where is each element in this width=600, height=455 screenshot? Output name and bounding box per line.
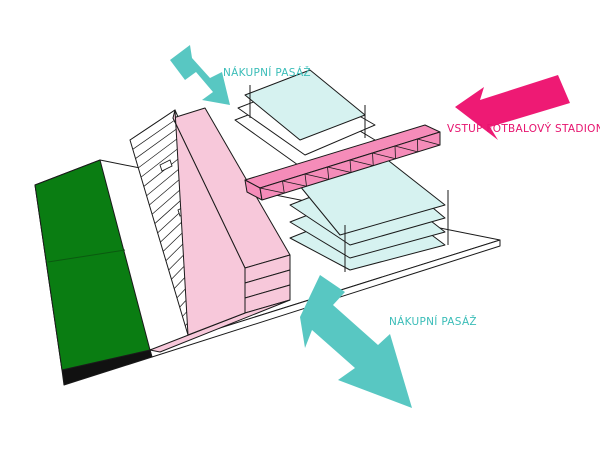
stand-row [135,124,182,159]
vomitory-1 [159,159,173,172]
truss-segment [417,132,441,146]
stadium-entrance-arrow [455,75,570,140]
truss-segment [282,173,307,187]
truss-segment [304,166,330,180]
passage-bottom-label: NÁKUPNÍ PASÁŽ [389,315,477,328]
stand-building-side [172,109,246,336]
passage-top-label: NÁKUPNÍ PASÁŽ [223,66,311,79]
passage-top-arrow [170,45,230,105]
truss-segment [259,180,285,194]
stadium-entrance-label: VSTUP FOTBALOVÝ STADION [447,122,600,135]
truss-segment [372,145,396,160]
bridge-truss [259,132,441,194]
truss-segment [349,152,374,167]
truss-segment [394,138,419,153]
stand-row [132,117,179,150]
stand-row [129,109,176,141]
truss-segment [327,159,352,173]
pitch-halfway-line [47,249,126,263]
mall-lower-block [289,149,449,272]
passage-bottom-arrow [300,275,412,408]
footbridge [244,124,441,201]
stand-building [149,107,291,353]
